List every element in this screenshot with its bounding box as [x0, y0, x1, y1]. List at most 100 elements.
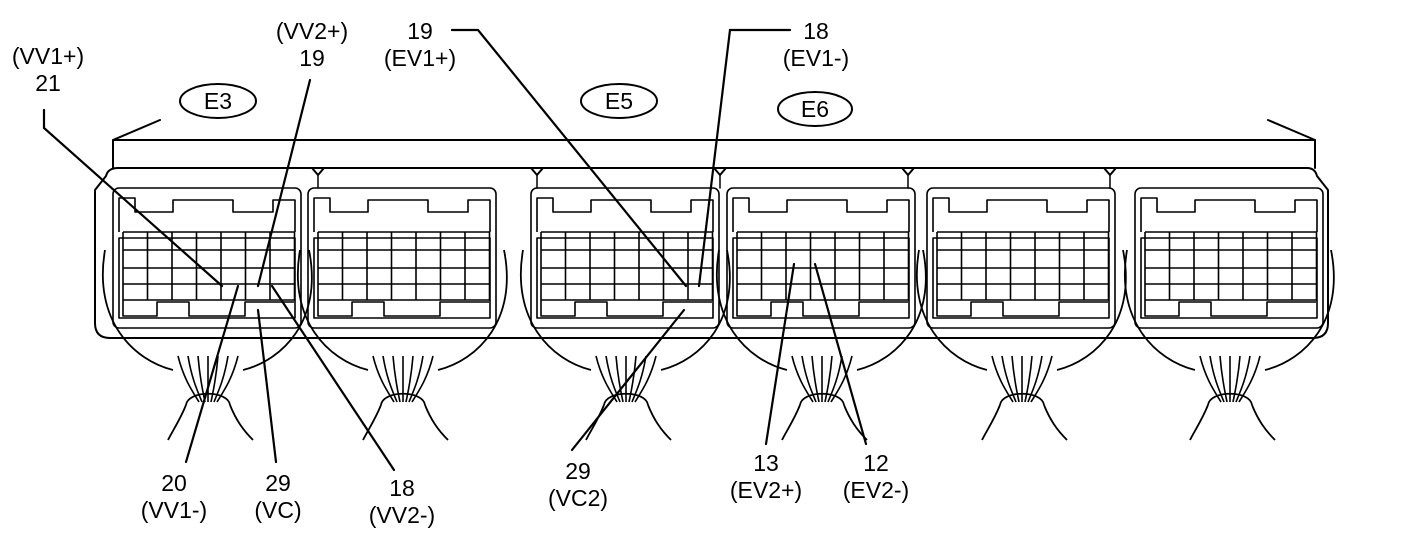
pin-label-vv2-minus: 18 (VV2-) — [356, 475, 448, 529]
wire — [824, 355, 833, 403]
connector-housing — [112, 187, 302, 329]
wire — [830, 355, 853, 403]
connector-e3-label: E3 — [203, 88, 233, 114]
pin-number: 18 — [389, 475, 415, 501]
wire — [187, 355, 203, 403]
wire — [213, 355, 229, 403]
pin-signal: (VV1+) — [11, 43, 85, 69]
wire — [1030, 355, 1053, 403]
body-notch — [713, 167, 727, 176]
leader-vv2-minus — [270, 284, 396, 472]
wire — [811, 355, 820, 403]
wire — [408, 355, 424, 403]
pin-label-ev1-minus: 18 (EV1-) — [770, 18, 862, 72]
wire-bundle — [362, 392, 449, 441]
wire — [210, 355, 219, 403]
pin-label-ev1-plus: 19 (EV1+) — [374, 18, 466, 72]
leader-ev1-minus — [697, 28, 792, 288]
top-bracket — [112, 119, 161, 169]
oval-e6 — [777, 91, 853, 127]
connector-block — [520, 187, 731, 441]
connector-housing — [530, 187, 720, 329]
wire-bundle — [1189, 392, 1276, 441]
pin-label-vc: 29 (VC) — [240, 470, 316, 524]
connector-housing — [1134, 187, 1324, 329]
connector-block — [297, 187, 508, 441]
leader-vv2-plus — [256, 78, 312, 288]
connector-housing — [726, 187, 916, 329]
pin-label-vc2: 29 (VC2) — [532, 458, 624, 512]
pin-number: 29 — [265, 470, 291, 496]
wire — [1235, 355, 1251, 403]
pin-signal: (VC2) — [547, 485, 609, 511]
pin-label-ev2-minus: 12 (EV2-) — [826, 450, 926, 504]
pin-signal: (EV2-) — [842, 477, 910, 503]
wire — [1011, 355, 1020, 403]
pin-signal: (VV2+) — [275, 18, 349, 44]
pin-number: 20 — [161, 470, 187, 496]
connector-block — [1124, 187, 1335, 441]
wire — [177, 355, 200, 403]
leader-ev1-plus — [450, 28, 688, 288]
wire — [1209, 355, 1225, 403]
leader-vv1-plus — [42, 108, 224, 288]
wire — [631, 355, 647, 403]
leader-vc — [256, 308, 278, 464]
wire — [1232, 355, 1241, 403]
wire — [411, 355, 434, 403]
connector-block — [716, 187, 927, 441]
connector-housing — [926, 187, 1116, 329]
wire — [827, 355, 843, 403]
pin-signal: (EV1-) — [782, 45, 850, 71]
wire — [991, 355, 1014, 403]
connector-housing — [307, 187, 497, 329]
pin-label-vv1-minus: 20 (VV1-) — [128, 470, 220, 524]
pin-label-ev2-plus: 13 (EV2+) — [716, 450, 816, 504]
wire — [595, 355, 618, 403]
ecu-body — [94, 167, 1329, 339]
body-notch — [311, 167, 325, 176]
pin-number: 29 — [565, 458, 591, 484]
pin-signal: (VV2-) — [368, 502, 436, 528]
connector-block — [916, 187, 1127, 441]
pin-signal: (EV2+) — [729, 477, 803, 503]
oval-e3 — [179, 83, 257, 119]
wire — [1238, 355, 1261, 403]
oval-e5 — [580, 83, 658, 119]
harness-loop — [297, 249, 508, 371]
wire — [405, 355, 414, 403]
pin-signal: (EV1+) — [383, 45, 457, 71]
wire — [1219, 355, 1228, 403]
connector-e6-label: E6 — [800, 96, 830, 122]
leader-vc2 — [570, 308, 686, 452]
pin-number: 18 — [803, 18, 829, 44]
wire-bundle — [167, 392, 254, 441]
pin-number: 12 — [863, 450, 889, 476]
wire — [392, 355, 401, 403]
pin-label-vv1-plus: (VV1+) 21 — [10, 43, 86, 97]
wire — [605, 355, 621, 403]
wire-bundle — [981, 392, 1068, 441]
leader-ev2-minus — [813, 262, 868, 446]
harness-loop — [1124, 249, 1335, 371]
pin-number: 21 — [35, 70, 61, 96]
body-notch — [530, 167, 544, 176]
body-notch — [901, 167, 915, 176]
wire — [382, 355, 398, 403]
wire — [372, 355, 395, 403]
pin-signal: (VV1-) — [140, 497, 208, 523]
wire-bundle — [585, 392, 672, 441]
harness-loop — [102, 249, 313, 371]
harness-loop — [716, 249, 927, 371]
wire — [216, 355, 239, 403]
connector-block — [102, 187, 313, 441]
pin-number: 13 — [753, 450, 779, 476]
wire — [628, 355, 637, 403]
wire — [1027, 355, 1043, 403]
wire — [801, 355, 817, 403]
leader-ev2-plus — [764, 262, 796, 446]
harness-loop — [520, 249, 731, 371]
leader-vv1-minus — [184, 284, 240, 464]
wire — [1001, 355, 1017, 403]
